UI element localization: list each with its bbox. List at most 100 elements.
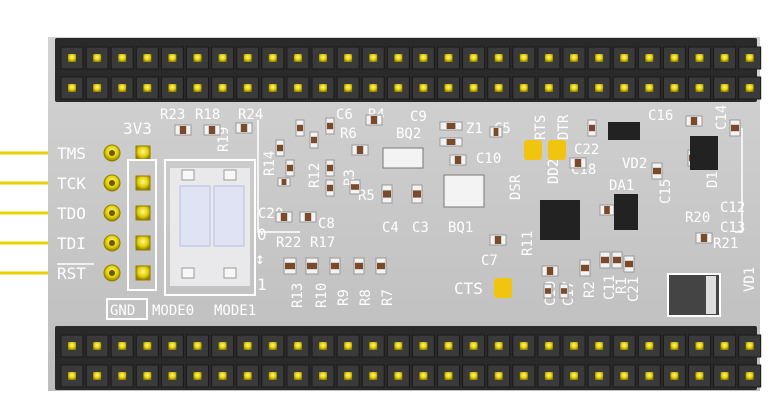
smd-part [353, 257, 365, 275]
label-bq1: BQ1 [448, 220, 473, 236]
pin [494, 342, 503, 350]
pin [620, 84, 629, 92]
smd-part [203, 124, 221, 136]
pin [293, 54, 302, 62]
smd-part [411, 184, 423, 204]
smd-part [351, 144, 369, 156]
smd-part [489, 234, 507, 246]
label-c14: C14 [714, 105, 730, 130]
label-c12: C12 [720, 200, 745, 216]
pin [369, 54, 378, 62]
smd-part [277, 177, 291, 187]
header-pad [135, 265, 151, 281]
pin [319, 84, 327, 92]
pin [544, 54, 553, 62]
pin [544, 372, 553, 380]
pin [68, 84, 76, 92]
pin [745, 54, 754, 62]
jtag-leads [0, 151, 55, 275]
pin [243, 54, 252, 62]
smd-part [685, 115, 703, 127]
label-r11: R11 [520, 231, 536, 256]
pin [444, 342, 453, 350]
label-mode1: MODE1 [214, 303, 256, 319]
pin [645, 372, 654, 380]
label-c8: C8 [318, 216, 335, 232]
label-r5: R5 [358, 188, 375, 204]
label-mode0: MODE0 [152, 303, 194, 319]
pin [293, 84, 302, 92]
pin [670, 54, 679, 62]
pin [118, 84, 127, 92]
pin [344, 342, 353, 350]
pin [720, 372, 729, 380]
pin [444, 372, 453, 380]
crystal-bq2 [382, 147, 424, 169]
smd-part [275, 211, 293, 223]
pin [344, 372, 353, 380]
label-c15: C15 [658, 179, 674, 204]
mode-switch[interactable] [164, 159, 256, 296]
header-pad [135, 205, 151, 221]
ic-da1 [614, 194, 638, 230]
pin [494, 54, 503, 62]
pin [369, 342, 378, 350]
smd-part [439, 137, 463, 147]
pin [319, 54, 327, 62]
smd-part [587, 119, 597, 137]
pin [670, 372, 679, 380]
header-pad [135, 145, 151, 161]
label-r13: R13 [290, 283, 306, 308]
label-c4: C4 [382, 220, 399, 236]
label-c16: C16 [648, 108, 673, 124]
pin [419, 342, 428, 350]
label-dd2: DD2 [546, 159, 562, 184]
jtag-pads [103, 144, 151, 282]
pin [394, 342, 403, 350]
label-tck: TCK [57, 174, 86, 193]
pin [544, 342, 553, 350]
jtag-labels: TMS TCK TDO TDI RST [57, 144, 94, 283]
smd-part [305, 257, 319, 275]
label-c10: C10 [476, 151, 501, 167]
pin [93, 372, 102, 380]
label-dsr: DSR [508, 174, 524, 200]
label-tdi: TDI [57, 234, 86, 253]
pin [193, 54, 202, 62]
label-c6: C6 [336, 107, 353, 123]
led [524, 140, 542, 160]
pin [720, 84, 729, 92]
label-vd1: VD1 [742, 267, 758, 292]
pin [695, 54, 704, 62]
pin [595, 84, 604, 92]
label-c22: C22 [574, 142, 599, 158]
label-3v3: 3V3 [123, 119, 152, 138]
smd-part [325, 179, 335, 197]
pin [268, 342, 277, 350]
pin [218, 372, 227, 380]
smd-part [349, 179, 361, 195]
pin [519, 54, 528, 62]
pin [419, 372, 428, 380]
pin [93, 84, 102, 92]
pin [93, 342, 102, 350]
pin [419, 84, 428, 92]
smd-part [541, 265, 559, 277]
label-r17: R17 [310, 235, 335, 251]
ic-dd2 [540, 200, 580, 240]
diode-vd2 [608, 122, 640, 140]
label-d1: D1 [705, 171, 721, 188]
pin [168, 342, 177, 350]
pin [394, 54, 403, 62]
pin [168, 372, 177, 380]
pin [595, 54, 604, 62]
label-c11: C11 [602, 275, 618, 300]
ic-right [690, 136, 718, 170]
pin [469, 342, 478, 350]
pin [494, 372, 503, 380]
smd-part [381, 184, 393, 204]
label-bq2: BQ2 [396, 126, 421, 142]
pin [620, 342, 629, 350]
smd-part [489, 126, 503, 138]
pin [469, 372, 478, 380]
